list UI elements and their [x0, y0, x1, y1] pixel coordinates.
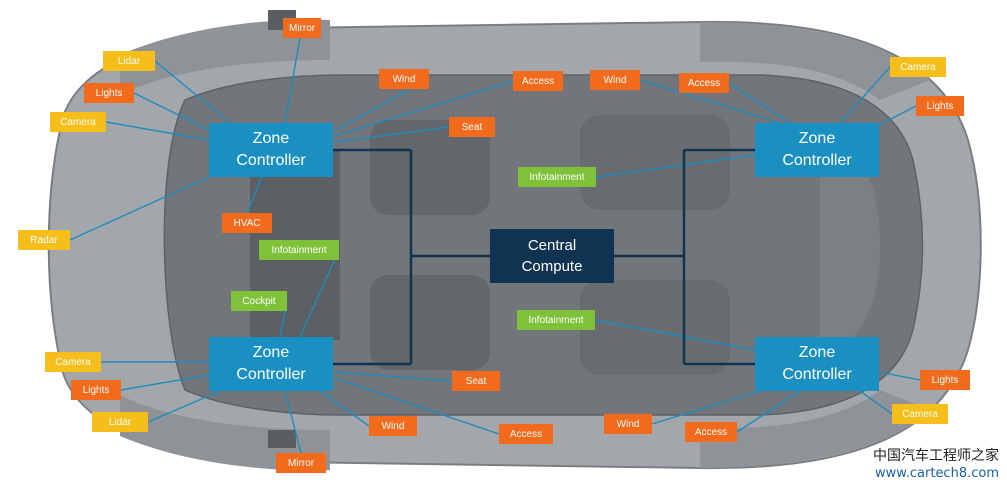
central-label-line1: Central — [527, 237, 577, 254]
central-label-line2: Compute — [521, 258, 583, 275]
connector-line — [334, 80, 514, 137]
connector-line — [728, 82, 791, 124]
connector-line — [878, 105, 917, 126]
tag-seat-top: Seat — [449, 117, 495, 137]
connector-line — [120, 374, 210, 391]
car-seat-back-top — [580, 115, 730, 210]
zone-label-line2: Controller — [236, 366, 306, 383]
tag-camera-top-right: Camera — [890, 57, 946, 77]
zone-label-line2: Controller — [782, 152, 852, 169]
tag-lidar-bottom-left: Lidar — [92, 412, 148, 432]
connector-line — [859, 390, 893, 415]
connector-line — [878, 371, 921, 381]
tag-access-bottom-center: Access — [499, 424, 553, 444]
zone-label-line1: Zone — [252, 130, 290, 147]
zone-label-line1: Zone — [252, 344, 290, 361]
zone-label-line2: Controller — [782, 366, 852, 383]
tag-mirror-top: Mirror — [283, 18, 322, 38]
tag-infotainment-left: Infotainment — [259, 240, 339, 260]
connector-line — [319, 390, 370, 427]
tag-infotainment-right-bottom: Infotainment — [517, 310, 595, 330]
connector-line — [594, 319, 756, 351]
connector-line — [299, 249, 340, 338]
zone-label-line1: Zone — [798, 130, 836, 147]
tag-mirror-bottom: Mirror — [276, 453, 326, 473]
connector-line — [839, 66, 891, 124]
tag-lights-bottom-left: Lights — [71, 380, 121, 400]
tag-lights-top-right: Lights — [916, 96, 964, 116]
connector-line — [639, 79, 781, 124]
tag-wind-bottom-right: Wind — [604, 414, 652, 434]
zone-label-line1: Zone — [798, 344, 836, 361]
watermark-url: www.cartech8.com — [875, 466, 999, 481]
connector-line — [154, 60, 231, 124]
zone-label-line2: Controller — [236, 152, 306, 169]
tag-lights-top-left: Lights — [84, 83, 134, 103]
connector-line — [334, 126, 450, 143]
mirror-bottom-shape — [268, 430, 296, 448]
car-rear-glass — [820, 130, 880, 360]
car-seat-rear-top — [370, 120, 490, 215]
tag-camera-bottom-right: Camera — [892, 404, 948, 424]
backbone-lines — [333, 148, 755, 366]
car-seat-back-bottom — [580, 280, 730, 375]
connector-line — [105, 121, 210, 141]
connector-line — [246, 176, 263, 214]
tag-access-top-right: Access — [679, 73, 729, 93]
connector-line — [736, 390, 801, 433]
tag-access-bottom-right: Access — [685, 422, 737, 442]
watermark-cn: 中国汽车工程师之家 — [873, 448, 999, 464]
car-seat-rear-bottom — [370, 275, 490, 370]
tag-wind-bottom-left: Wind — [369, 416, 417, 436]
tag-hvac: HVAC — [222, 213, 272, 233]
connector-line — [334, 371, 453, 382]
tag-camera-bottom-left: Camera — [45, 352, 101, 372]
connector-line — [69, 176, 210, 241]
connector-line — [284, 37, 301, 124]
connector-line — [334, 377, 500, 435]
tag-wind-top-right: Wind — [590, 70, 640, 90]
tag-wind-top-left: Wind — [379, 69, 429, 89]
tag-infotainment-right-top: Infotainment — [518, 167, 596, 187]
tag-lights-bottom-right: Lights — [920, 370, 970, 390]
connector-line — [147, 390, 221, 423]
connector-line — [595, 154, 756, 178]
tag-access-top-center: Access — [513, 71, 563, 91]
tag-camera-top-left: Camera — [50, 112, 106, 132]
car-upper-fender-rear — [700, 22, 930, 100]
connector-line — [284, 390, 302, 454]
car-lower-fender-rear — [700, 390, 930, 468]
connector-line — [651, 390, 761, 425]
tag-radar-left: Radar — [18, 230, 70, 250]
tag-cockpit: Cockpit — [231, 291, 287, 311]
tag-seat-bottom: Seat — [452, 371, 500, 391]
car-lower-fender — [120, 395, 330, 471]
tag-lidar-top: Lidar — [103, 51, 155, 71]
connector-line — [133, 92, 210, 131]
